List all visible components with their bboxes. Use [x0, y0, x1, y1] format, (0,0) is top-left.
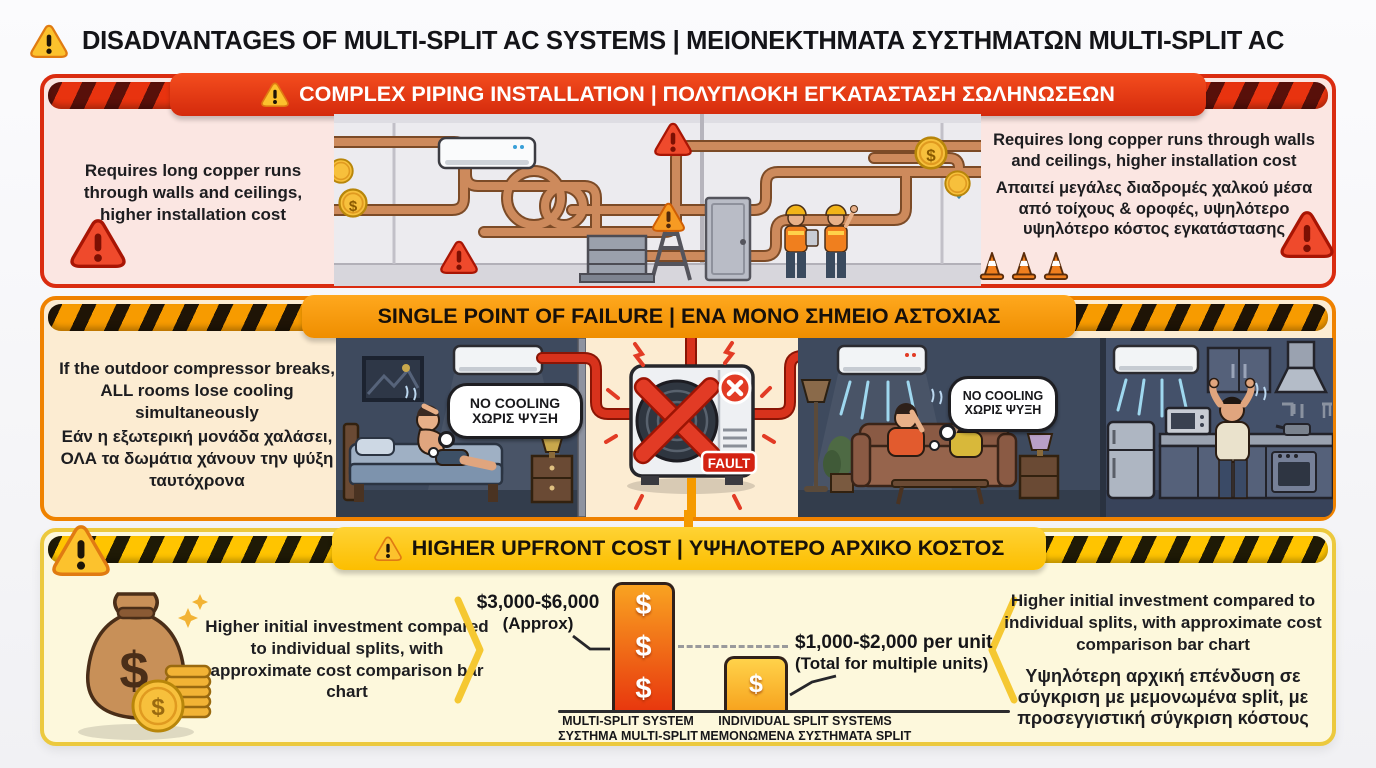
connector-pipe [687, 478, 696, 517]
section-higher-upfront-cost: HIGHER UPFRONT COST | ΥΨΗΛΟΤΕΡΟ ΑΡΧΙΚΟ Κ… [40, 528, 1336, 746]
rooms-illustration: FAULT [336, 338, 1333, 517]
value-note: (Total for multiple units) [795, 653, 989, 673]
category-en: MULTI-SPLIT SYSTEM [562, 714, 694, 728]
warning-triangle-icon [1280, 210, 1334, 258]
section-title-failure: SINGLE POINT OF FAILURE | ΕΝΑ ΜΟΝΟ ΣΗΜΕΙ… [377, 304, 1001, 328]
coffee-table [891, 479, 989, 505]
piping-illustration: $ $ [334, 114, 981, 286]
bubble-text-en: NO COOLING [469, 394, 561, 411]
piping-caption-left: Requires long copper runs through walls … [83, 161, 303, 224]
section-title-cost: HIGHER UPFRONT COST | ΥΨΗΛΟΤΕΡΟ ΑΡΧΙΚΟ Κ… [411, 536, 1005, 560]
page-title: DISADVANTAGES OF MULTI-SPLIT AC SYSTEMS … [82, 26, 1285, 55]
page-header: DISADVANTAGES OF MULTI-SPLIT AC SYSTEMS … [30, 18, 1360, 64]
bubble-text-en: NO COOLING [962, 389, 1044, 404]
warning-triangle-icon [52, 524, 110, 576]
fault-badge: FAULT [700, 450, 758, 475]
picture-frame [362, 356, 424, 402]
couch [850, 422, 1018, 488]
equipment-rack [579, 234, 655, 283]
coin-icons: $ $ [334, 138, 970, 217]
broken-compressor: FAULT [629, 364, 758, 485]
piping-caption-right-en: Requires long copper runs through walls … [993, 131, 1315, 170]
side-table-lamp [1018, 433, 1060, 500]
svg-text:$: $ [926, 146, 936, 165]
ac-indoor-unit [836, 344, 928, 376]
chevron-right-divider [454, 596, 484, 704]
section-header-failure: SINGLE POINT OF FAILURE | ΕΝΑ ΜΟΝΟ ΣΗΜΕΙ… [302, 295, 1076, 338]
warning-triangle-icon [30, 24, 68, 58]
ac-indoor-unit [1112, 344, 1200, 375]
chart-callout-lines [572, 634, 837, 697]
ac-indoor-unit [437, 136, 537, 170]
thought-bubble: NO COOLING ΧΩΡΙΣ ΨΥΞΗ [929, 376, 1058, 451]
bubble-text-el: ΧΩΡΙΣ ΨΥΞΗ [964, 403, 1042, 417]
pot [1275, 423, 1311, 436]
money-bag-icon: $ $ [78, 592, 212, 740]
cone-icon [978, 250, 1006, 282]
chart-value-label-individual: $1,000-$2,000 per unit (Total for multip… [795, 632, 1025, 674]
nightstand [530, 437, 574, 504]
chart-value-label-multi: $3,000-$6,000 (Approx) [462, 592, 614, 634]
airflow-lines [1116, 378, 1189, 418]
sparkle [178, 608, 198, 628]
section-connector-pipe [684, 510, 693, 534]
section-complex-piping: COMPLEX PIPING INSTALLATION | ΠΟΛΥΠΛΟΚΗ … [40, 73, 1336, 288]
microwave [1164, 406, 1212, 436]
cost-caption-left: Higher initial investment compared to in… [205, 617, 489, 702]
traffic-cones [978, 250, 1074, 284]
red-x-mark [633, 377, 721, 465]
category-el: ΣΥΣΤΗΜΑ MULTI-SPLIT [558, 729, 698, 743]
chart-reference-dashed-line [678, 645, 788, 648]
failure-caption-en: If the outdoor compressor breaks, ALL ro… [59, 359, 335, 422]
cone-icon [1042, 250, 1070, 282]
chart-bar-individual-split: $ [724, 656, 788, 710]
category-el: ΜΕΜΟΝΩΜΕΝΑ ΣΥΣΤΗΜΑΤΑ SPLIT [700, 729, 912, 743]
dollar-glyph: $ [749, 670, 763, 698]
thought-bubble: NO COOLING ΧΩΡΙΣ ΨΥΞΗ [428, 383, 583, 458]
section-header-cost: HIGHER UPFRONT COST | ΥΨΗΛΟΤΕΡΟ ΑΡΧΙΚΟ Κ… [332, 527, 1046, 570]
chevron-left-divider [988, 596, 1018, 704]
warning-triangle-icon [374, 536, 402, 561]
person-on-bed [405, 385, 497, 471]
svg-text:FAULT: FAULT [708, 456, 751, 471]
category-en: INDIVIDUAL SPLIT SYSTEMS [718, 714, 892, 728]
bed [342, 422, 504, 502]
warning-triangle-icon [261, 82, 289, 107]
sparkle [192, 594, 208, 610]
dollar-glyph: $ [635, 672, 652, 705]
range-hood [1273, 340, 1329, 418]
dollar-glyph: $ [635, 630, 652, 663]
section-single-point-failure: SINGLE POINT OF FAILURE | ΕΝΑ ΜΟΝΟ ΣΗΜΕΙ… [40, 295, 1336, 521]
bubble-text-el: ΧΩΡΙΣ ΨΥΞΗ [472, 410, 558, 426]
front-coin: $ [131, 679, 185, 733]
cost-caption-right-el: Υψηλότερη αρχική επένδυση σε σύγκριση με… [1017, 666, 1309, 728]
value-range: $1,000-$2,000 per unit [795, 632, 993, 653]
svg-text:$: $ [151, 694, 165, 721]
floor-lamp [800, 379, 832, 492]
chart-category-label-multi: MULTI-SPLIT SYSTEM ΣΥΣΤΗΜΑ MULTI-SPLIT [540, 714, 716, 744]
svg-text:$: $ [349, 198, 358, 215]
ac-indoor-unit [452, 344, 544, 376]
door [704, 196, 752, 282]
dollar-glyph: $ [635, 589, 652, 622]
failure-caption-el: Εάν η εξωτερική μονάδα χαλάσει, ΟΛΑ τα δ… [60, 427, 334, 490]
chart-category-label-individual: INDIVIDUAL SPLIT SYSTEMS ΜΕΜΟΝΩΜΕΝΑ ΣΥΣΤ… [700, 714, 912, 744]
fridge [1106, 420, 1156, 500]
cost-caption-right-en: Higher initial investment compared to in… [1004, 591, 1322, 654]
worker-figures [784, 204, 858, 278]
piping-caption-right-el: Απαιτεί μεγάλες διαδρομές χαλκού μέσα απ… [995, 179, 1313, 239]
refrigerant-pipes [538, 338, 1110, 418]
warning-triangle-icon [70, 218, 126, 268]
value-note: (Approx) [502, 613, 574, 633]
value-range: $3,000-$6,000 [476, 592, 600, 613]
cone-icon [1010, 250, 1038, 282]
section-title-piping: COMPLEX PIPING INSTALLATION | ΠΟΛΥΠΛΟΚΗ … [299, 82, 1115, 106]
chart-bar-multi-split: $ $ $ [612, 582, 675, 710]
spark-marks [604, 341, 776, 510]
man-holding-head [1208, 377, 1267, 499]
wall-utensils [1322, 402, 1332, 418]
section-header-piping: COMPLEX PIPING INSTALLATION | ΠΟΛΥΠΛΟΚΗ … [170, 73, 1206, 116]
error-badge-icon [718, 371, 752, 405]
chart-baseline [558, 710, 1010, 713]
